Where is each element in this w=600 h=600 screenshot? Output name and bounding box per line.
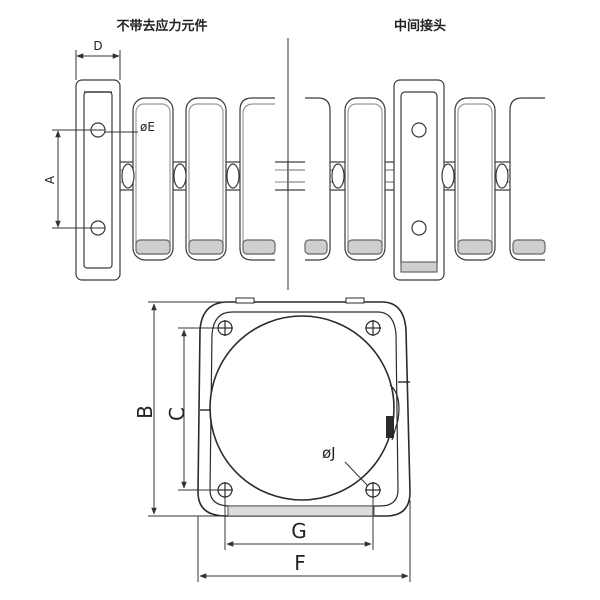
chain-link-r0 (304, 97, 331, 261)
label-c: C (165, 407, 189, 421)
joint-hole-top (411, 122, 427, 138)
label-b: B (133, 405, 157, 419)
label-j: øJ (322, 444, 336, 462)
joint-hole-bottom (411, 220, 427, 236)
chain-link-r4 (509, 97, 546, 261)
right-view-chain (287, 79, 546, 281)
label-f: F (294, 551, 306, 575)
dimension-f (197, 500, 411, 582)
front-view-frame (197, 297, 411, 517)
dimension-b (148, 301, 228, 517)
label-a: A (43, 175, 57, 184)
dimension-c (178, 327, 218, 491)
label-e: øE (140, 120, 155, 134)
chain-link-2 (185, 97, 227, 261)
left-view-chain (75, 79, 289, 281)
leader-j (344, 461, 369, 487)
dimension-d (75, 50, 121, 80)
end-plate (75, 79, 121, 281)
title-right: 中间接头 (394, 18, 446, 34)
cable-opening (209, 315, 395, 501)
chain-link-r1 (344, 97, 386, 261)
label-g: G (291, 519, 307, 543)
dimension-a (52, 129, 98, 229)
chain-link-3 (239, 97, 276, 261)
title-left: 不带去应力元件 (116, 18, 207, 34)
middle-joint (393, 79, 445, 281)
label-d: D (93, 39, 102, 53)
chain-link-1 (132, 97, 174, 261)
chain-link-r3 (454, 97, 496, 261)
dimension-g (224, 498, 374, 550)
